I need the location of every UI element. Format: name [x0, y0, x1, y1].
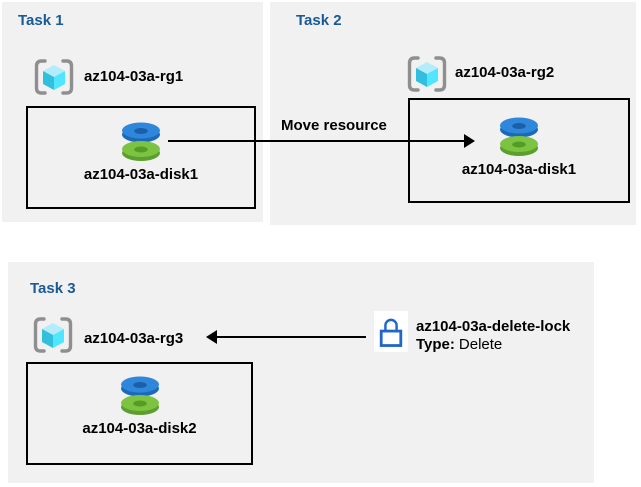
task3-title: Task 3 [30, 280, 76, 297]
disk-label: az104-03a-disk2 [82, 420, 197, 437]
move-arrow-line [168, 140, 464, 142]
delete-lock-name: az104-03a-delete-lock [416, 318, 571, 335]
resource-group-icon [32, 316, 74, 354]
arrow-right-icon [464, 134, 475, 148]
resource-group-label: az104-03a-rg2 [455, 64, 555, 81]
resource-box: az104-03a-disk1 [408, 98, 630, 203]
task1-title: Task 1 [18, 12, 64, 29]
lock-type-value: Delete [458, 336, 503, 353]
lock-type-label: Type: [416, 336, 455, 353]
resource-box: az104-03a-disk2 [26, 362, 253, 465]
disk-icon [121, 118, 161, 162]
disk-label: az104-03a-disk1 [461, 161, 577, 178]
task2-title: Task 2 [296, 12, 342, 29]
resource-group-label: az104-03a-rg3 [84, 330, 184, 347]
delete-lock-group [374, 311, 408, 352]
disk-icon [120, 372, 160, 416]
delete-lock-text: az104-03a-delete-lock Type:Delete [416, 318, 570, 354]
task3-panel: Task 3 az104-03a-rg3 az104-03a-disk2 az1… [8, 262, 594, 483]
resource-group-label: az104-03a-rg1 [84, 68, 184, 85]
resource-group-icon [406, 55, 448, 93]
task2-panel: Task 2 az104-03a-rg2 az104-03a-disk1 [270, 2, 636, 225]
resource-group-icon [33, 58, 75, 96]
arrow-left-icon [206, 330, 217, 344]
resource-box: az104-03a-disk1 [26, 106, 256, 209]
lock-arrow-line [216, 336, 366, 338]
disk-icon [499, 113, 539, 157]
lock-icon [377, 315, 405, 349]
move-resource-label: Move resource [281, 117, 387, 134]
task1-panel: Task 1 az104-03a-rg1 az104-03a-disk1 [2, 2, 263, 222]
disk-label: az104-03a-disk1 [83, 166, 199, 183]
